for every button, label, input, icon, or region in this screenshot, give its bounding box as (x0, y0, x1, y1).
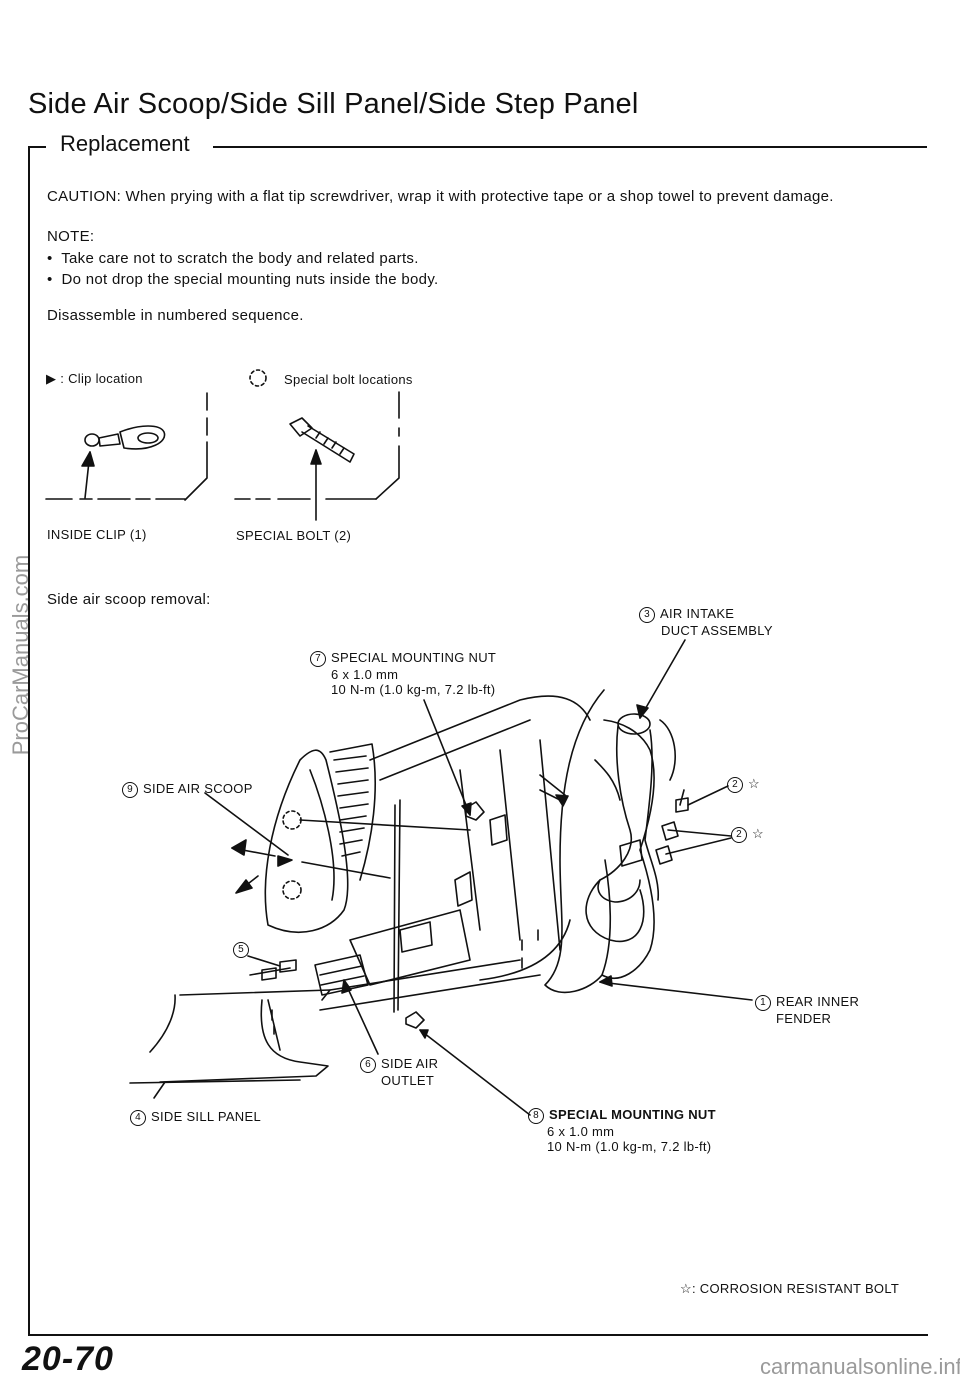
inside-clip-detail (45, 392, 208, 501)
callout-text: DUCT ASSEMBLY (661, 623, 773, 638)
rear-inner-fender-drawing (544, 689, 655, 994)
callout-number: 2 (727, 777, 743, 793)
note-item: • Do not drop the special mounting nuts … (47, 271, 439, 288)
page-title: Side Air Scoop/Side Sill Panel/Side Step… (28, 88, 639, 120)
note-item-text: Take care not to scratch the body and re… (61, 250, 419, 267)
note-heading: NOTE: (47, 228, 95, 245)
callout-screw-5: 5 (233, 941, 254, 958)
callout-text: AIR INTAKE (660, 606, 735, 621)
callout-text: 6 x 1.0 mm (331, 667, 399, 682)
callout-text: 10 N-m (1.0 kg-m, 7.2 lb-ft) (331, 682, 496, 697)
callout-number: 4 (130, 1110, 146, 1126)
caution-text: CAUTION: When prying with a flat tip scr… (47, 188, 834, 205)
callout-text: 10 N-m (1.0 kg-m, 7.2 lb-ft) (547, 1139, 712, 1154)
special-bolt-label: SPECIAL BOLT (2) (236, 528, 352, 543)
side-air-outlet-drawing (261, 954, 369, 996)
callout-text: FENDER (776, 1011, 832, 1026)
header-rule-left (28, 146, 46, 148)
corrosion-star-icon: ☆ (752, 826, 764, 841)
callout-side-sill-panel: 4 SIDE SILL PANEL (130, 1109, 261, 1126)
air-intake-duct-drawing (585, 713, 689, 943)
note-item: • Take care not to scratch the body and … (47, 250, 419, 267)
instruction-text: Disassemble in numbered sequence. (47, 307, 304, 324)
mounting-nut-drawing (405, 801, 485, 1029)
callout-text: SIDE AIR (381, 1056, 439, 1071)
clip-legend: ▶ : Clip location (46, 371, 143, 386)
footer-watermark: carmanualsonline.info (760, 1354, 960, 1379)
callout-text: SPECIAL MOUNTING NUT (549, 1107, 716, 1122)
bottom-rule (28, 1334, 928, 1336)
callout-text: REAR INNER (776, 994, 860, 1009)
callout-number: 2 (731, 827, 747, 843)
section-heading: Side air scoop removal: (47, 591, 211, 608)
page-number: 20-70 (22, 1340, 114, 1378)
corrosion-star-icon: ☆: (680, 1281, 696, 1296)
header-rule-right (213, 146, 927, 148)
callout-number: 5 (233, 942, 249, 958)
clip-arrow-icon: ▶ (46, 371, 57, 386)
body-panel-drawing (319, 695, 591, 1013)
special-bolt-detail (234, 391, 400, 521)
side-sill-panel-drawing (129, 989, 331, 1084)
callout-text: SIDE SILL PANEL (151, 1109, 261, 1124)
special-bolt-icon (249, 369, 267, 387)
left-margin-rule (28, 146, 30, 1336)
callout-bolt-2a: 2☆ (727, 776, 760, 793)
callout-number: 9 (122, 782, 138, 798)
inside-clip-label: INSIDE CLIP (1) (47, 527, 147, 542)
corrosion-legend: ☆: CORROSION RESISTANT BOLT (680, 1281, 899, 1297)
callout-bolt-2b: 2☆ (731, 826, 764, 843)
section-subtitle: Replacement (60, 131, 190, 156)
side-air-scoop-drawing (231, 743, 471, 933)
callout-side-air-scoop: 9 SIDE AIR SCOOP (122, 781, 253, 798)
callout-text: 6 x 1.0 mm (547, 1124, 615, 1139)
note-item-text: Do not drop the special mounting nuts in… (61, 271, 439, 288)
callout-text: SIDE AIR SCOOP (143, 781, 253, 796)
leader-lines (153, 639, 753, 1116)
corrosion-star-icon: ☆ (748, 776, 760, 791)
bolt-legend-text: Special bolt locations (284, 372, 413, 387)
callout-text: SPECIAL MOUNTING NUT (331, 650, 497, 665)
corrosion-legend-text: CORROSION RESISTANT BOLT (699, 1281, 900, 1296)
clip-legend-text: Clip location (68, 371, 143, 386)
callout-text: OUTLET (381, 1073, 435, 1088)
